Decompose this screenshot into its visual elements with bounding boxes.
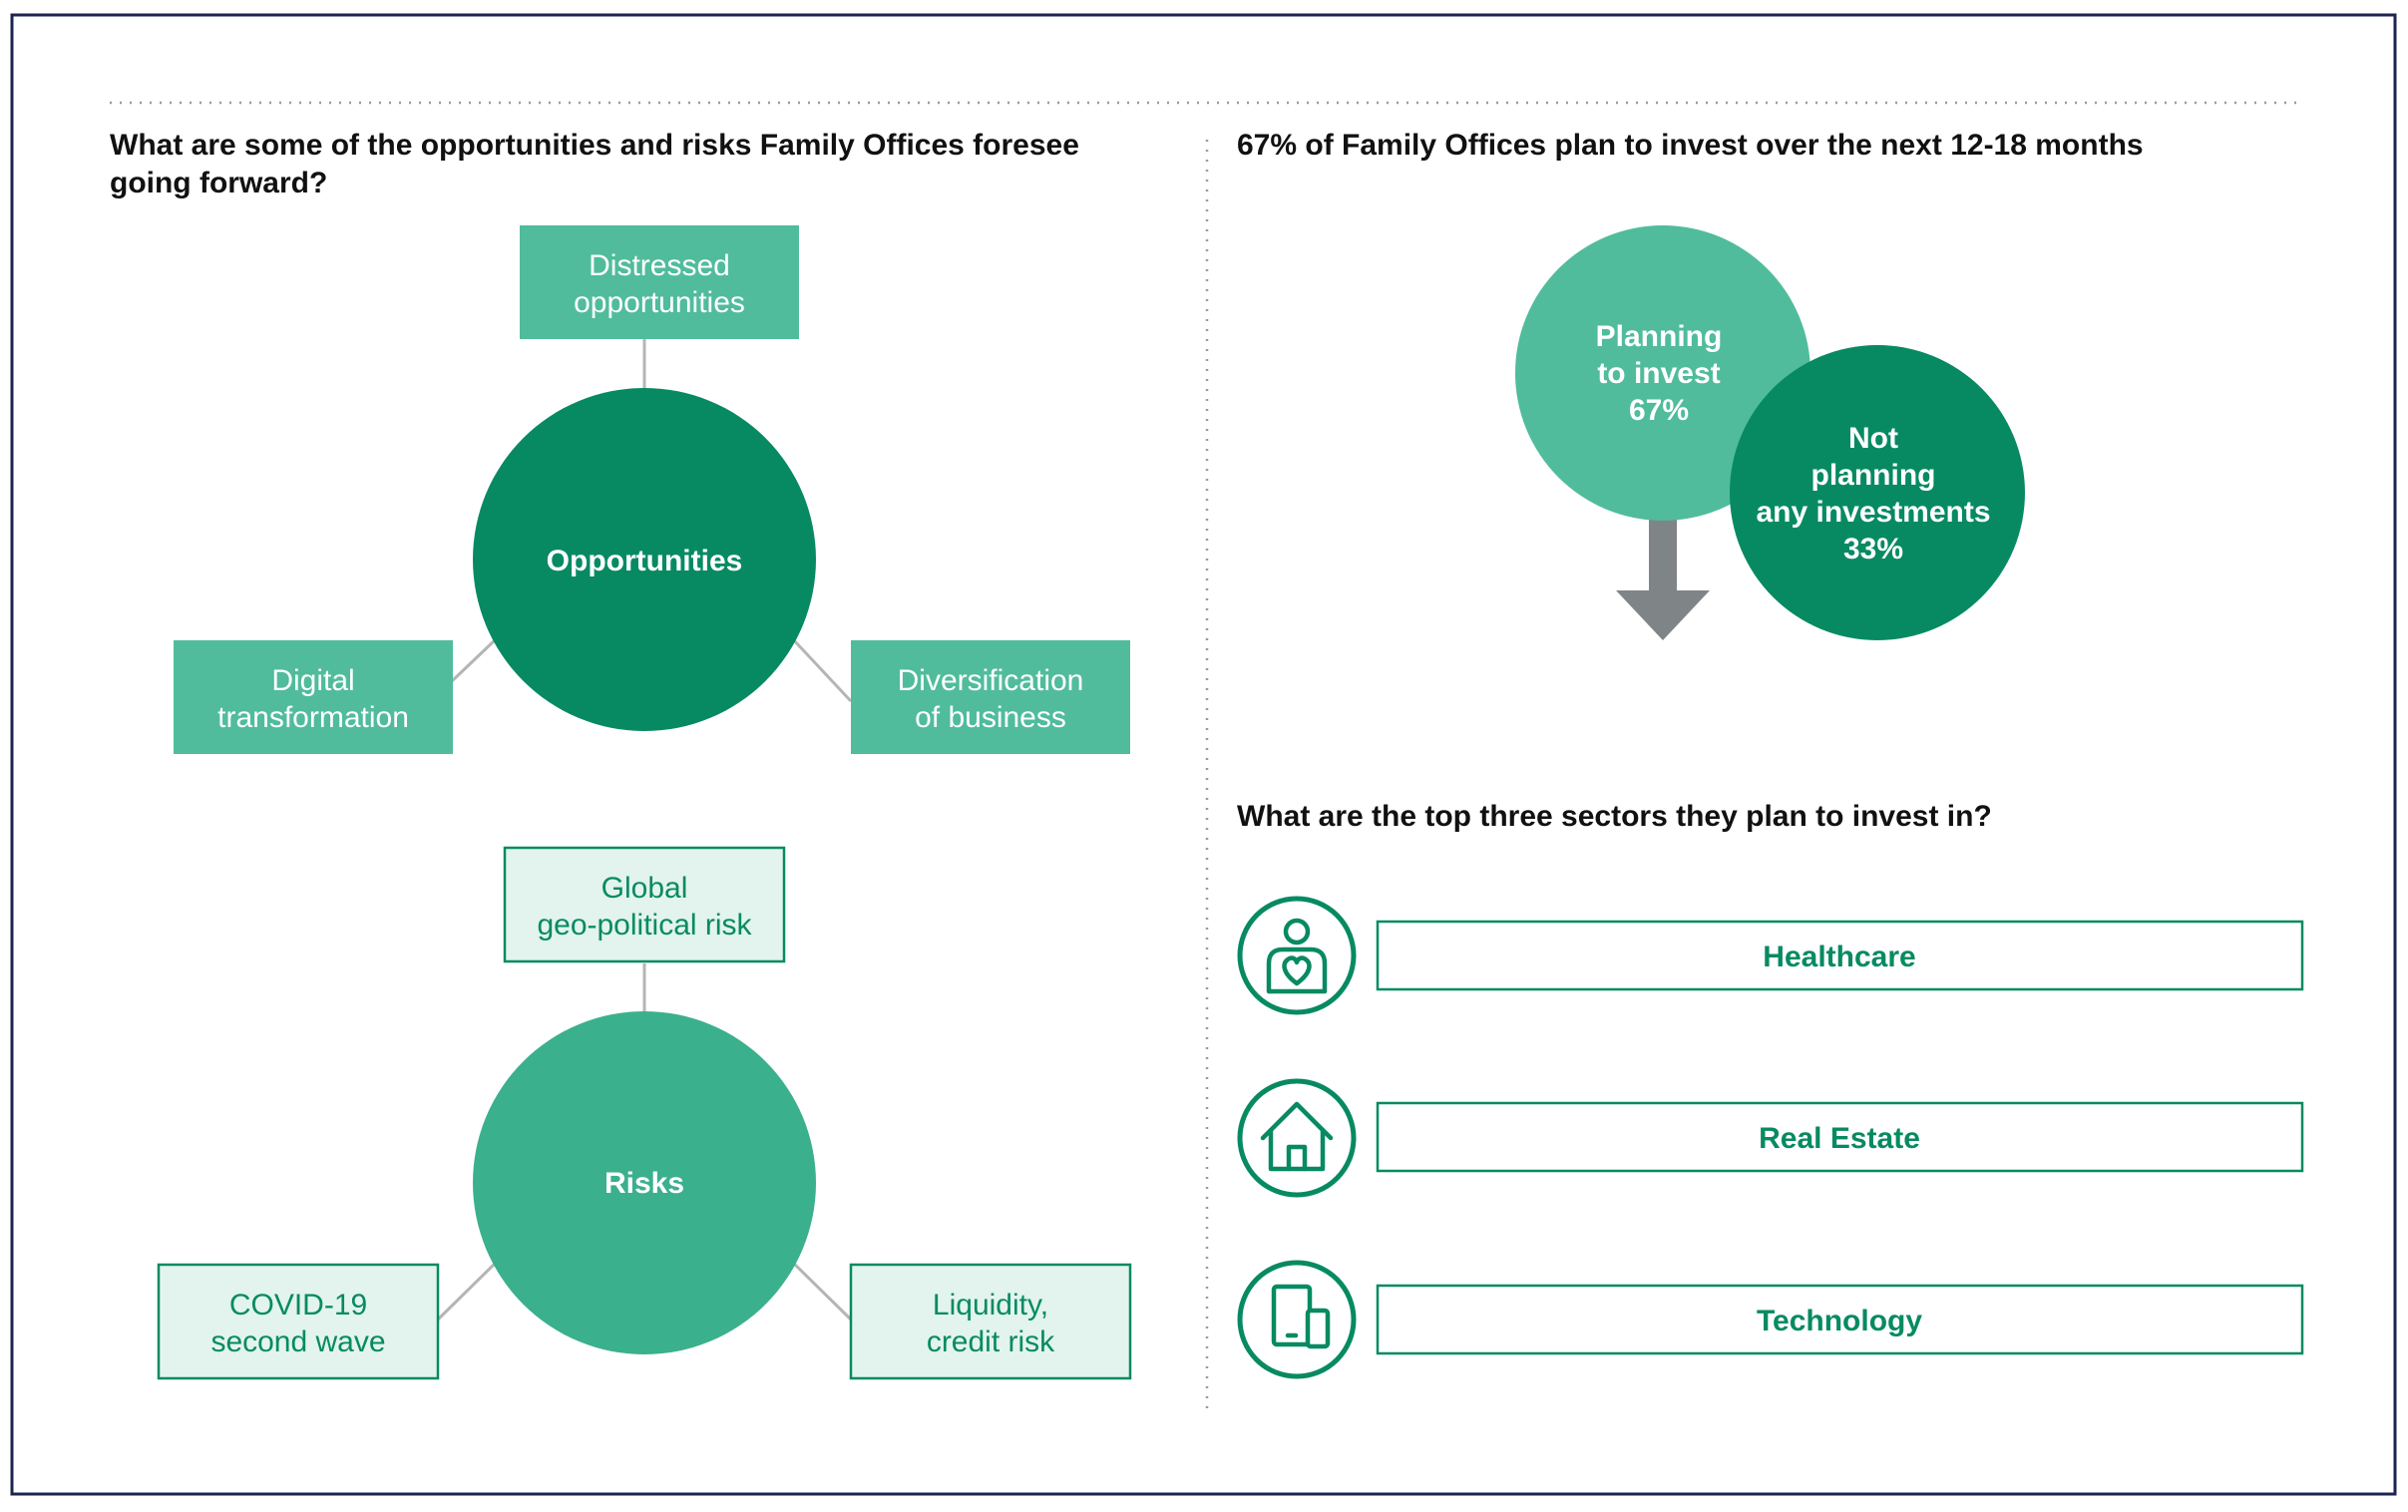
not-planning-value: 33% bbox=[1843, 533, 1903, 566]
sector-box-real-estate bbox=[1376, 1101, 2304, 1173]
not-planning-line2: planning bbox=[1811, 459, 1936, 492]
opportunities-circle bbox=[473, 388, 816, 731]
sector-row-healthcare: Healthcare bbox=[1237, 896, 2304, 1015]
risks-circle bbox=[473, 1011, 816, 1354]
sector-label-healthcare: Healthcare bbox=[1763, 941, 1915, 973]
healthcare-person-heart-icon bbox=[1237, 896, 1357, 1015]
opportunity-top-line1: Distressed bbox=[589, 249, 730, 282]
opportunity-right-line2: of business bbox=[915, 701, 1066, 734]
opportunity-left-line2: transformation bbox=[217, 701, 409, 734]
sector-row-real-estate: Real Estate bbox=[1237, 1078, 2304, 1198]
planning-line2: to invest bbox=[1597, 357, 1720, 390]
opportunity-box-top bbox=[520, 225, 799, 339]
tablet-phone-icon-glyph bbox=[1271, 1284, 1331, 1349]
risk-right-line1: Liquidity, bbox=[933, 1289, 1048, 1322]
connector-left bbox=[450, 637, 498, 683]
house-icon bbox=[1237, 1078, 1357, 1198]
connector-right bbox=[791, 1261, 853, 1322]
left-title-line2: going forward? bbox=[110, 167, 327, 199]
risk-right-line2: credit risk bbox=[927, 1325, 1055, 1358]
opportunities-center-label: Opportunities bbox=[547, 545, 743, 577]
tablet-phone-icon bbox=[1237, 1260, 1357, 1379]
sector-label-real-estate: Real Estate bbox=[1759, 1122, 1920, 1155]
planning-circle bbox=[1515, 225, 1810, 521]
not-planning-circle bbox=[1730, 345, 2025, 640]
sector-label-technology: Technology bbox=[1757, 1305, 1922, 1337]
opportunity-top-line2: opportunities bbox=[574, 286, 745, 319]
risk-top-line2: geo-political risk bbox=[537, 909, 752, 942]
risk-box-right bbox=[849, 1263, 1132, 1380]
risks-center-label: Risks bbox=[604, 1167, 684, 1200]
risk-left-line2: second wave bbox=[210, 1325, 385, 1358]
sector-row-technology: Technology bbox=[1237, 1260, 2304, 1379]
risks-diagram: Global geo-political risk COVID-19 secon… bbox=[157, 846, 1132, 1380]
not-planning-line3: any investments bbox=[1756, 496, 1990, 529]
down-arrow-shaft bbox=[1649, 519, 1677, 593]
sector-box-healthcare bbox=[1376, 920, 2304, 991]
planning-value: 67% bbox=[1629, 394, 1689, 427]
house-icon-glyph bbox=[1260, 1101, 1334, 1172]
left-title-line1: What are some of the opportunities and r… bbox=[110, 129, 1079, 162]
outer-frame bbox=[10, 13, 2397, 1496]
opportunity-box-left bbox=[174, 640, 453, 754]
connector-right bbox=[791, 637, 853, 703]
connector-left bbox=[436, 1261, 498, 1322]
sectors-title: What are the top three sectors they plan… bbox=[1237, 800, 1992, 833]
healthcare-person-heart-icon-glyph bbox=[1266, 918, 1328, 994]
down-arrow-head bbox=[1616, 590, 1710, 640]
risk-box-top bbox=[503, 846, 786, 963]
opportunity-right-line1: Diversification bbox=[898, 664, 1084, 697]
risk-top-line1: Global bbox=[602, 872, 688, 905]
investment-split-diagram: Planning to invest 67% Not planning any … bbox=[1515, 225, 2025, 640]
not-planning-line1: Not bbox=[1848, 422, 1898, 455]
planning-line1: Planning bbox=[1596, 320, 1723, 353]
risk-left-line1: COVID-19 bbox=[229, 1289, 367, 1322]
sector-box-technology bbox=[1376, 1284, 2304, 1355]
opportunity-left-line1: Digital bbox=[271, 664, 354, 697]
right-title: 67% of Family Offices plan to invest ove… bbox=[1237, 129, 2144, 162]
opportunity-box-right bbox=[851, 640, 1130, 754]
risk-box-left bbox=[157, 1263, 440, 1380]
opportunities-diagram: Distressed opportunities Digital transfo… bbox=[174, 225, 1130, 754]
